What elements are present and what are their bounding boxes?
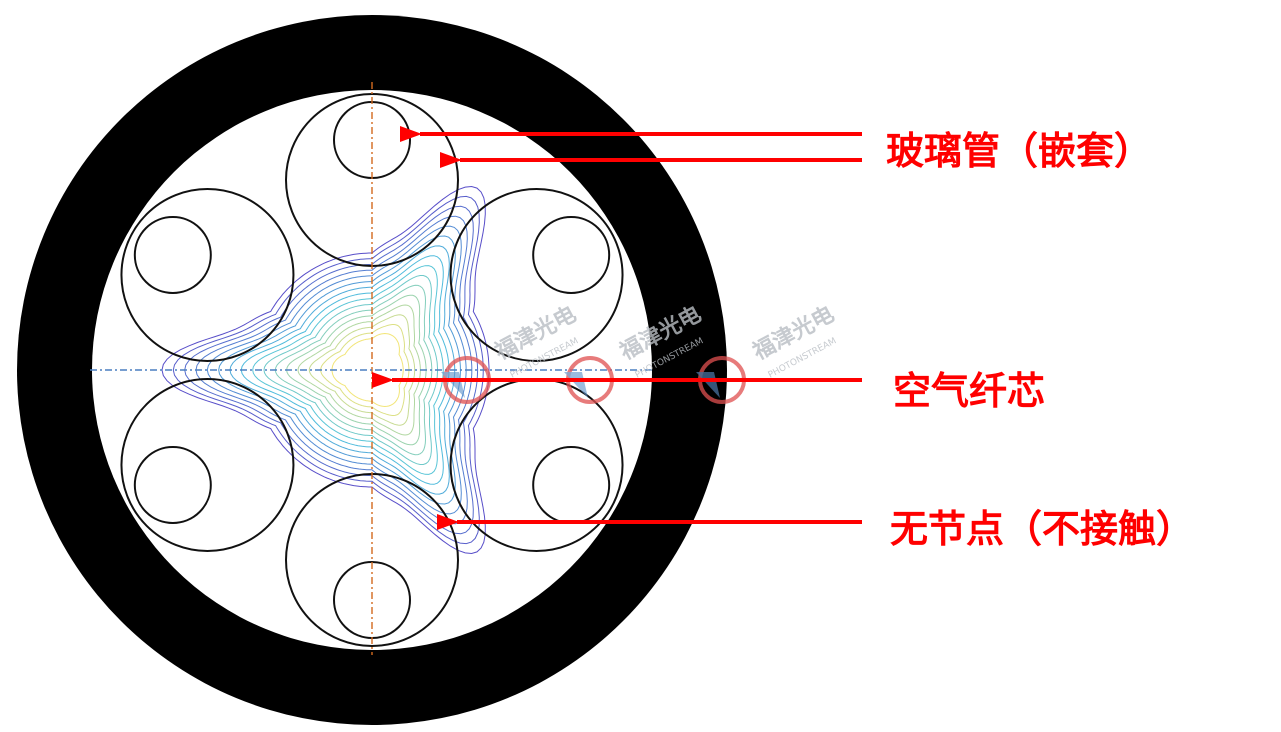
contour-line — [263, 275, 438, 465]
capillary-inner-tube — [133, 216, 212, 294]
capillary-outer-tube — [449, 188, 624, 362]
capillary-outer-tube — [120, 378, 295, 552]
contour-line — [252, 265, 444, 475]
svg-text:福津光电: 福津光电 — [748, 301, 839, 366]
label-glass-tube-nested: 玻璃管（嵌套） — [886, 129, 1153, 173]
capillary-inner-tube — [532, 216, 611, 294]
contour-line — [172, 195, 484, 545]
contour-line — [297, 304, 421, 436]
contour-line — [218, 235, 461, 505]
label-air-core: 空气纤芯 — [893, 369, 1046, 413]
label-nodeless: 无节点（不接触） — [890, 507, 1195, 551]
contour-line — [308, 314, 416, 426]
contour-line — [206, 225, 467, 515]
capillary-inner-tube — [133, 446, 212, 524]
capillary-outer-tube — [120, 188, 295, 362]
